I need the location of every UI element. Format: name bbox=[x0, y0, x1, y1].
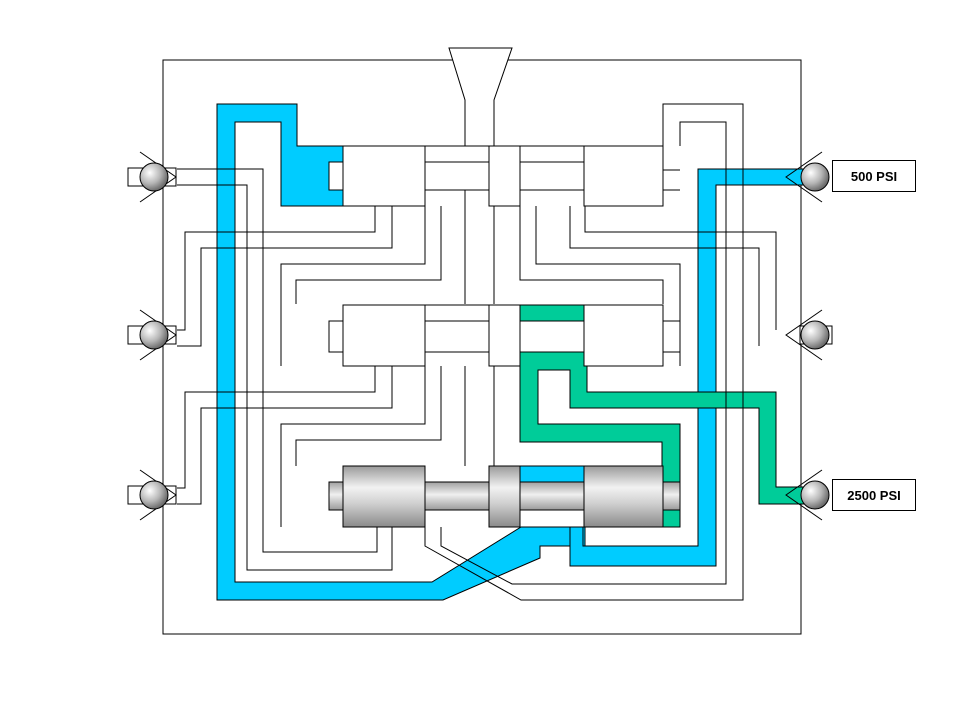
upper-valve-block bbox=[328, 145, 664, 207]
high-pressure-label: 2500 PSI bbox=[832, 479, 916, 511]
right-ports bbox=[785, 151, 833, 521]
left-ports bbox=[127, 151, 177, 521]
passage-lines bbox=[177, 103, 777, 601]
spool-valve bbox=[328, 465, 681, 528]
middle-valve-block bbox=[328, 304, 664, 367]
low-pressure-label: 500 PSI bbox=[832, 160, 916, 192]
